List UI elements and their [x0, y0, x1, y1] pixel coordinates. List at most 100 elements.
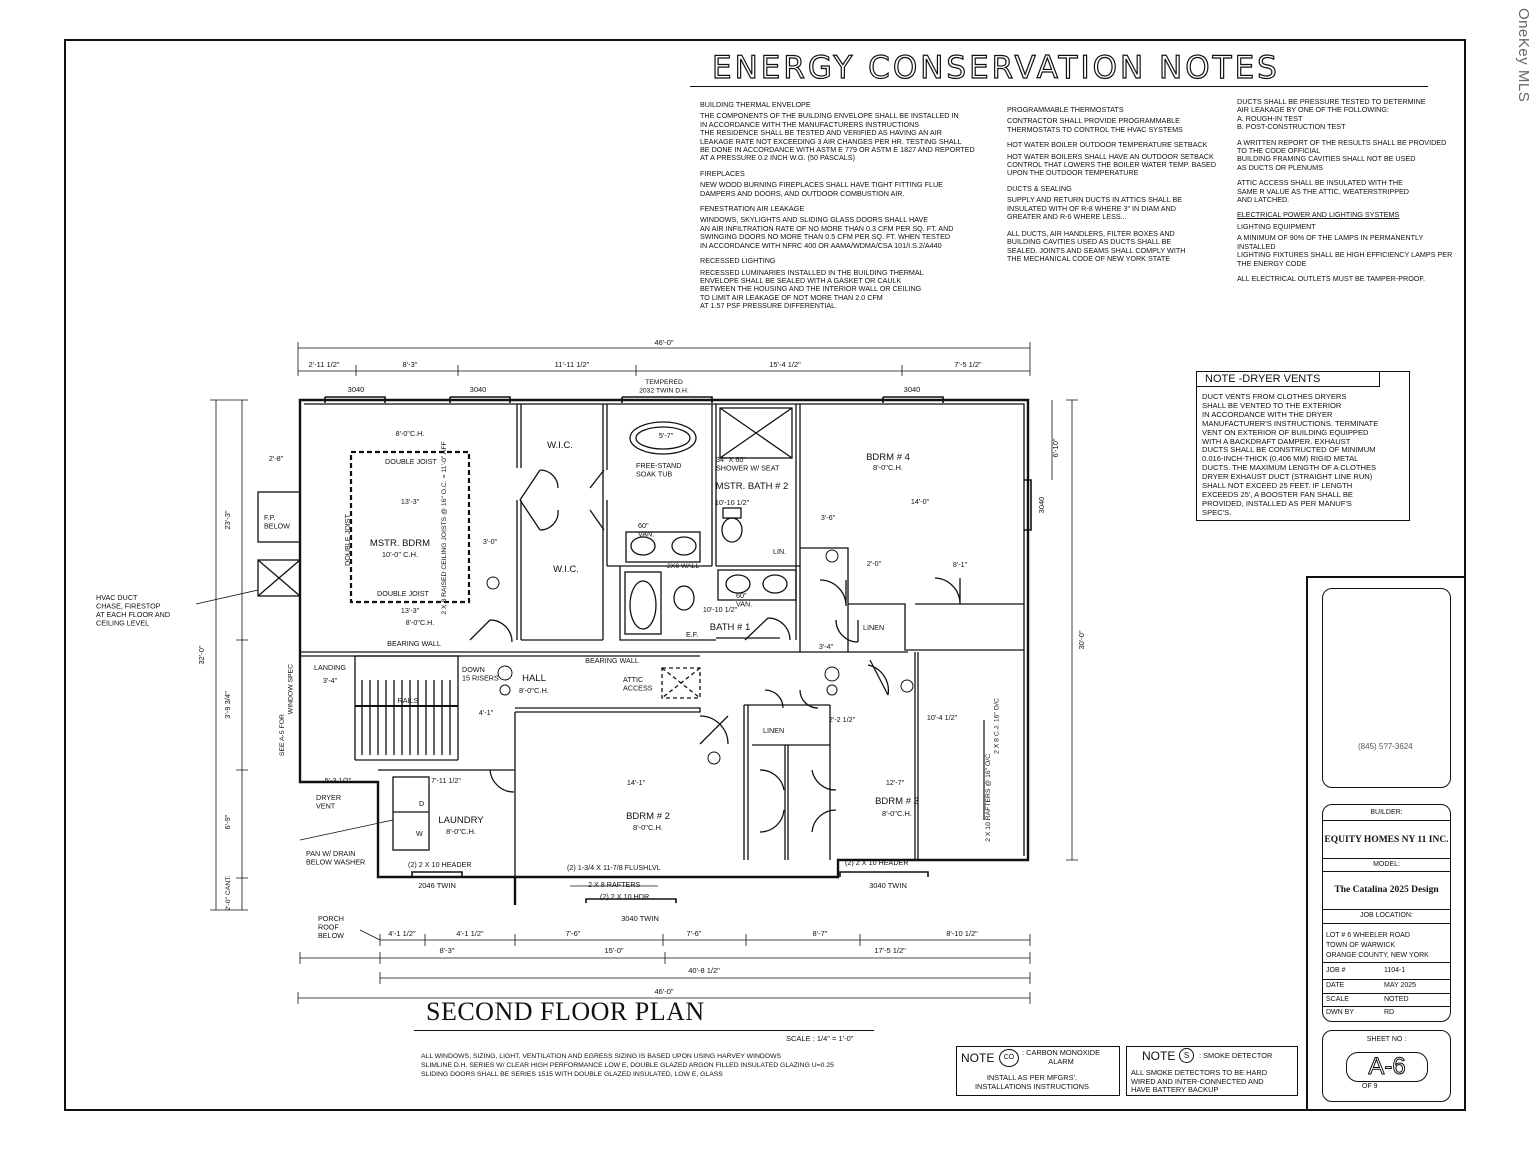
- smoke-detector-note: [1126, 1046, 1298, 1096]
- dim: 3'-4": [323, 676, 338, 685]
- sheet-number-label: SHEET NO :: [1366, 1036, 1407, 1043]
- fireplace-label: F.P.BELOW: [264, 513, 290, 531]
- bearing-wall-label: BEARING WALL: [387, 639, 441, 648]
- note-heading: FENESTRATION AIR LEAKAGE: [700, 204, 805, 214]
- notes-title: ENERGY CONSERVATION NOTES: [711, 49, 1280, 86]
- dim: 3'-6": [821, 513, 836, 522]
- note-body: THE COMPONENTS OF THE BUILDING ENVELOPE …: [700, 111, 975, 163]
- header-label: (2) 2 X 10 HEADER: [845, 858, 909, 867]
- notes-column-3: DUCTS SHALL BE PRESSURE TESTED TO DETERM…: [1237, 97, 1457, 290]
- divider: [1322, 858, 1451, 859]
- drawn-by-label: DWN BY: [1326, 1009, 1354, 1016]
- double-joist-label: DOUBLE JOIST: [385, 457, 438, 466]
- dim: 3'-0": [483, 537, 498, 546]
- divider: [1322, 962, 1451, 963]
- note-body: A WRITTEN REPORT OF THE RESULTS SHALL BE…: [1237, 137, 1447, 172]
- divider: [1322, 993, 1451, 994]
- plan-scale: SCALE : 1/4" = 1'-0": [786, 1034, 854, 1043]
- room-name: BATH # 1: [710, 622, 750, 633]
- notes-column-1: BUILDING THERMAL ENVELOPE THE COMPONENTS …: [700, 100, 990, 318]
- dim: 14'-0": [911, 497, 930, 506]
- job-location-label: JOB LOCATION:: [1360, 912, 1413, 919]
- sd-note-title: : SMOKE DETECTOR: [1199, 1051, 1273, 1060]
- detector-symbols: [486, 549, 914, 765]
- dim-left: 23'-3": [223, 510, 232, 529]
- dim-left: 6'-9": [223, 814, 232, 829]
- dim-top-seg: 8'-3": [403, 360, 418, 369]
- landing-label: LANDING: [314, 663, 346, 672]
- plan-title: SECOND FLOOR PLAN: [426, 997, 705, 1026]
- window-label: 2046 TWIN: [418, 881, 456, 890]
- dryer-symbol: D: [419, 799, 424, 808]
- note-body: RECESSED LUMINARIES INSTALLED IN THE BUI…: [700, 267, 924, 311]
- dim: 12'-7": [886, 778, 905, 787]
- note-body: A MINIMUM OF 90% OF THE LAMPS IN PERMANE…: [1237, 233, 1453, 268]
- title-block: [1306, 576, 1466, 1111]
- note-heading: BUILDING THERMAL ENVELOPE: [700, 100, 811, 109]
- smoke-detector-icon: [826, 684, 838, 696]
- room-name: MSTR. BATH # 2: [716, 481, 789, 492]
- dim: 4'-1": [479, 708, 494, 717]
- dim: 13'-3": [401, 606, 420, 615]
- note-body: ATTIC ACCESS SHALL BE INSULATED WITH THE…: [1237, 178, 1409, 205]
- dim-bottom: 8'-7": [813, 929, 828, 938]
- room-name: MSTR. BDRM: [370, 538, 430, 549]
- project-info-box: [1322, 804, 1451, 1022]
- divider: [1322, 820, 1451, 821]
- co-detector-icon: [824, 666, 840, 682]
- window-label: 3040: [1037, 497, 1046, 514]
- dim-bottom: 8'-10 1/2": [946, 929, 978, 938]
- dim: 10'-10 1/2": [703, 605, 738, 614]
- note-heading: LIGHTING EQUIPMENT: [1237, 221, 1316, 231]
- dim: 3'-4": [819, 642, 834, 651]
- dim-bottom: 17'-5 1/2": [874, 946, 906, 955]
- dim: 2'-8": [269, 454, 284, 463]
- dim-right: 6'-10": [1051, 438, 1060, 457]
- room-name: W.I.C.: [547, 440, 573, 451]
- dimension-lines: [195, 342, 1078, 1004]
- sd-note-body: ALL SMOKE DETECTORS TO BE HARD WIRED AND…: [1131, 1068, 1268, 1095]
- dim-overall-top: 46'-0": [654, 338, 673, 347]
- window-spec-ref: SEE A-5 FORWINDOW SPEC: [279, 664, 295, 756]
- room-ceiling: 10'-0" C.H.: [382, 550, 418, 559]
- co-symbol-icon: CO: [999, 1049, 1019, 1067]
- divider: [1322, 1006, 1451, 1007]
- dim-top-seg: 2'-11 1/2": [308, 360, 339, 369]
- note-heading: RECESSED LIGHTING: [700, 256, 776, 266]
- note-heading: ELECTRICAL POWER AND LIGHTING SYSTEMS: [1237, 210, 1400, 220]
- dim: 5'-3 1/2": [325, 776, 352, 785]
- washer-symbol: W: [416, 829, 423, 838]
- room-name: BDRM # 3: [875, 796, 919, 807]
- linen-label: LINEN: [763, 726, 784, 735]
- drawn-by-value: RD: [1384, 1009, 1395, 1016]
- room-ceiling: 8'-0"C.H.: [446, 827, 476, 836]
- dim-bottom: 40'-8 1/2": [688, 966, 720, 975]
- dim: 13'-3": [401, 497, 420, 506]
- dim: 8'-1": [953, 560, 968, 569]
- header-label: (2) 2 X 10 HDR: [600, 892, 649, 901]
- room-ceiling: 8'-0"C.H.: [633, 823, 663, 832]
- dim-top-seg: 15'-4 1/2": [769, 360, 801, 369]
- room-name: BDRM # 4: [866, 452, 910, 463]
- plan-walls: [257, 396, 1032, 905]
- note-body: CONTRACTOR SHALL PROVIDE PROGRAMMABLE TH…: [1007, 116, 1183, 134]
- model-name: The Catalina 2025 Design: [1334, 885, 1439, 895]
- date-value: MAY 2025: [1384, 982, 1417, 989]
- double-joist-label: DOUBLE JOIST: [343, 513, 352, 566]
- smoke-detector-icon: [707, 751, 721, 765]
- dim-overall-bottom: 46'-0": [654, 987, 673, 996]
- room-labels: MSTR. BDRM 10'-0" C.H. W.I.C. W.I.C. MST…: [370, 440, 919, 836]
- builder-label: BUILDER:: [1370, 809, 1403, 816]
- room-name: HALL: [522, 673, 546, 684]
- job-location-line: TOWN OF WARWICK: [1326, 942, 1396, 949]
- date-label: DATE: [1326, 982, 1345, 989]
- exhaust-fan-label: E.F.: [686, 630, 698, 639]
- sheet-count: OF 9: [1362, 1083, 1378, 1090]
- note-body: DUCTS SHALL BE PRESSURE TESTED TO DETERM…: [1237, 97, 1426, 132]
- rafter-label: 2 X 8 RAFTERS: [588, 880, 641, 889]
